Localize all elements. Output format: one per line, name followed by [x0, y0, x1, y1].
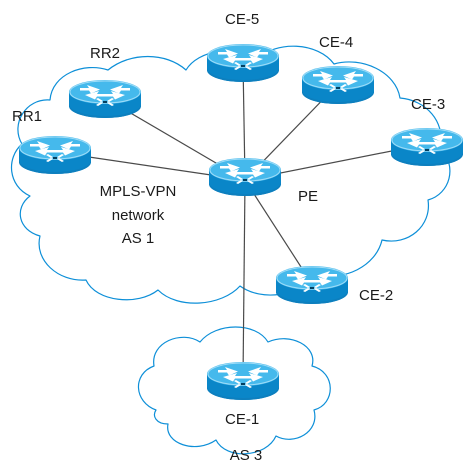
label-pe: PE [298, 188, 318, 205]
label-rr2: RR2 [90, 45, 120, 62]
router-ce2[interactable] [275, 265, 349, 305]
router-ce4[interactable] [301, 65, 375, 105]
router-ce3[interactable] [390, 127, 464, 167]
router-ce1[interactable] [206, 361, 280, 401]
label-ce1: CE-1 [225, 411, 259, 428]
label-ce3: CE-3 [411, 96, 445, 113]
as3-cloud [137, 326, 331, 455]
label-mpls-vpn: MPLS-VPN [100, 183, 177, 200]
label-ce2: CE-2 [359, 287, 393, 304]
label-rr1: RR1 [12, 108, 42, 125]
label-ce4: CE-4 [319, 34, 353, 51]
label-ce5: CE-5 [225, 11, 259, 28]
router-rr1[interactable] [18, 135, 92, 175]
router-ce5[interactable] [206, 43, 280, 83]
label-as1: AS 1 [122, 230, 155, 247]
label-network: network [112, 207, 165, 224]
router-rr2[interactable] [68, 79, 142, 119]
link-pe-ce1 [242, 179, 246, 381]
router-pe[interactable] [208, 157, 282, 197]
label-as3: AS 3 [230, 447, 263, 464]
